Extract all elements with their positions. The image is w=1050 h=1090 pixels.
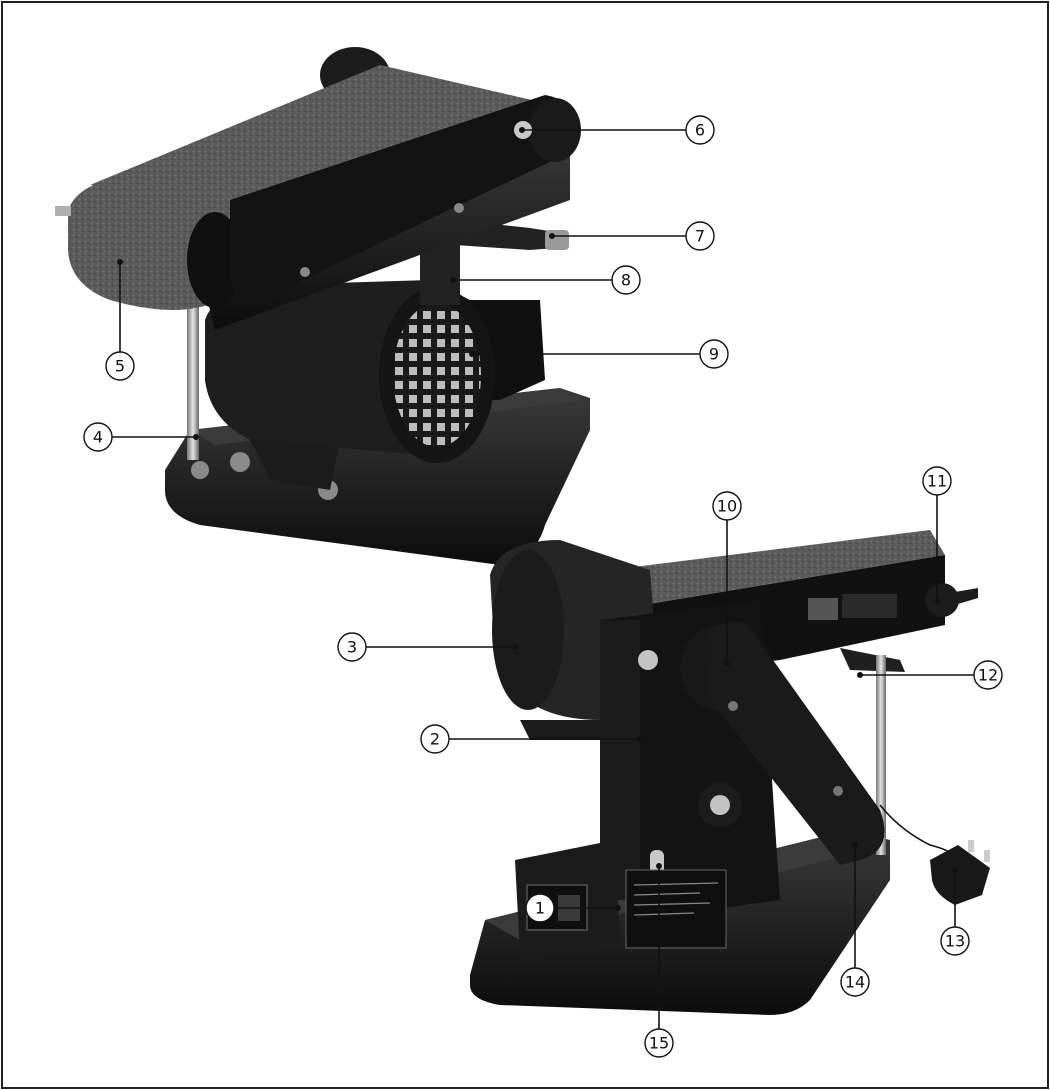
callout-circle-13 xyxy=(940,926,970,956)
callout-anchor-2 xyxy=(637,736,643,742)
support-post xyxy=(187,300,199,460)
callout-anchor-12 xyxy=(857,672,863,678)
callout-number-11: 11 xyxy=(927,472,947,491)
callout-4: 4 xyxy=(83,422,199,452)
callout-number-15: 15 xyxy=(649,1034,669,1053)
callout-number-10: 10 xyxy=(717,497,737,516)
callout-anchor-6 xyxy=(519,127,525,133)
callout-9: 9 xyxy=(469,339,729,369)
callout-number-7: 7 xyxy=(695,227,705,246)
callout-2: 2 xyxy=(420,724,643,754)
callout-anchor-5 xyxy=(117,259,123,265)
callout-number-13: 13 xyxy=(945,932,965,951)
callout-anchor-7 xyxy=(549,233,555,239)
callout-number-2: 2 xyxy=(430,730,440,749)
callout-anchor-1 xyxy=(615,905,621,911)
callout-6: 6 xyxy=(519,115,715,145)
callout-circle-2 xyxy=(420,724,450,754)
callout-anchor-15 xyxy=(656,863,662,869)
callout-circle-6 xyxy=(685,115,715,145)
pivot-bolt xyxy=(638,650,658,670)
callout-circle-5 xyxy=(105,351,135,381)
callout-circle-8 xyxy=(611,265,641,295)
callout-circle-4 xyxy=(83,422,113,452)
callout-12: 12 xyxy=(857,660,1003,690)
callout-number-8: 8 xyxy=(621,271,631,290)
callout-number-5: 5 xyxy=(115,357,125,376)
callout-10: 10 xyxy=(712,491,742,667)
callout-5: 5 xyxy=(105,259,135,381)
callout-circle-9 xyxy=(699,339,729,369)
callout-circle-7 xyxy=(685,221,715,251)
callout-anchor-10 xyxy=(724,661,730,667)
callout-circle-11 xyxy=(922,466,952,496)
callout-number-1: 1 xyxy=(535,899,545,918)
callout-7: 7 xyxy=(549,221,715,251)
callout-circle-15 xyxy=(644,1028,674,1058)
belt-unit-top xyxy=(570,530,945,612)
callout-circle-14 xyxy=(840,967,870,997)
rating-label xyxy=(625,869,727,949)
callout-1: 1 xyxy=(525,893,621,923)
callout-number-4: 4 xyxy=(93,428,103,447)
callout-anchor-3 xyxy=(512,644,518,650)
callout-15: 15 xyxy=(644,863,674,1058)
callout-anchor-13 xyxy=(952,867,958,873)
callout-3: 3 xyxy=(337,632,518,662)
side-knob xyxy=(925,583,959,617)
belt-roller xyxy=(68,178,220,310)
callout-number-14: 14 xyxy=(845,973,865,992)
locking-handle xyxy=(840,648,905,672)
callout-circle-3 xyxy=(337,632,367,662)
callout-circle-1 xyxy=(525,893,555,923)
callout-14: 14 xyxy=(840,842,870,997)
mains-plug xyxy=(930,845,990,905)
callout-11: 11 xyxy=(922,466,952,604)
callout-anchor-9 xyxy=(469,351,475,357)
callout-circle-12 xyxy=(973,660,1003,690)
sander-top-view xyxy=(55,47,590,565)
callout-circle-10 xyxy=(712,491,742,521)
callout-anchor-14 xyxy=(852,842,858,848)
callout-13: 13 xyxy=(940,867,970,956)
callout-number-6: 6 xyxy=(695,121,705,140)
sander-bottom-view xyxy=(470,530,990,1015)
callout-anchor-8 xyxy=(450,277,456,283)
callout-8: 8 xyxy=(450,265,641,295)
callout-number-12: 12 xyxy=(978,666,998,685)
callout-number-3: 3 xyxy=(347,638,357,657)
callout-anchor-11 xyxy=(934,598,940,604)
belt-guard xyxy=(705,622,885,865)
callout-anchor-4 xyxy=(193,434,199,440)
callout-number-9: 9 xyxy=(709,345,719,364)
